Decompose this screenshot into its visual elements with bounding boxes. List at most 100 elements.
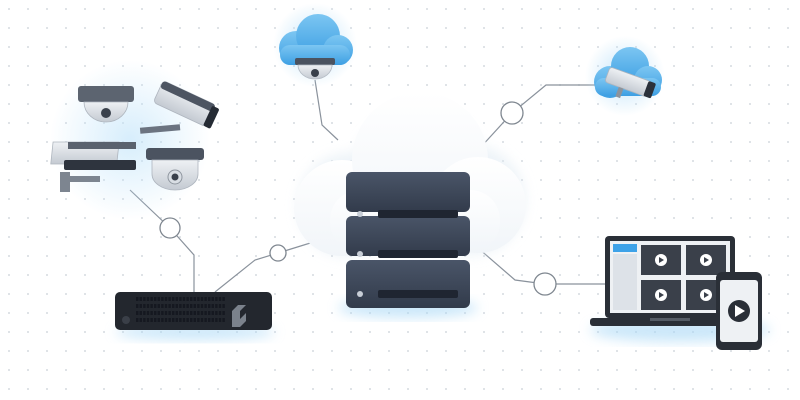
link-recorder-to-server	[214, 239, 321, 293]
vent-slot	[200, 318, 204, 322]
vent-slot	[150, 304, 153, 308]
vent-slot	[190, 318, 193, 322]
vent-slot	[179, 297, 182, 301]
vent-slot	[222, 304, 225, 308]
central-server	[338, 172, 478, 318]
vent-slot	[197, 297, 200, 301]
vent-slot	[157, 297, 160, 301]
vent-slot	[215, 297, 218, 301]
server-status-light	[357, 291, 363, 297]
vent-slot	[179, 311, 182, 315]
vent-slot	[186, 311, 189, 315]
vent-slot	[136, 297, 139, 301]
vent-slot	[218, 304, 222, 308]
vent-slot	[218, 311, 222, 315]
connector-nodes	[159, 101, 557, 296]
nvr-recorder	[115, 292, 275, 340]
laptop-icon	[590, 236, 748, 326]
vent-slot	[146, 318, 150, 322]
vent-slot	[208, 297, 211, 301]
vent-slot	[154, 297, 157, 301]
vent-slot	[164, 318, 168, 322]
vent-slot	[215, 318, 218, 322]
camera-group	[50, 60, 219, 220]
viewer-devices	[590, 236, 770, 350]
junction-node	[533, 272, 557, 296]
vent-slot	[215, 311, 218, 315]
vent-slot	[168, 311, 171, 315]
vent-slot	[161, 318, 164, 322]
vent-slot	[190, 311, 193, 315]
link-server-to-viewers	[477, 247, 608, 285]
vent-slot	[136, 318, 139, 322]
vent-slot	[215, 304, 218, 308]
vent-slot	[208, 311, 211, 315]
vent-slot	[143, 318, 146, 322]
vent-slot	[211, 311, 214, 315]
play-triangle	[704, 257, 709, 263]
vent-slot	[154, 318, 157, 322]
vent-slot	[154, 304, 157, 308]
vent-slot	[211, 304, 214, 308]
recorder-icon	[232, 305, 246, 327]
vent-slot	[139, 311, 142, 315]
vent-slot	[190, 297, 193, 301]
vent-slot	[161, 304, 164, 308]
vent-slot	[193, 311, 196, 315]
vent-slot	[175, 318, 178, 322]
vent-slot	[157, 304, 160, 308]
junction-node	[500, 101, 524, 125]
vent-slot	[143, 304, 146, 308]
vent-slot	[139, 304, 142, 308]
vent-slot	[164, 311, 168, 315]
vent-slot	[175, 297, 178, 301]
vent-slot	[182, 304, 186, 308]
vent-slot	[204, 304, 207, 308]
cloud-bullet-camera	[585, 36, 665, 116]
vent-slot	[222, 297, 225, 301]
vent-slot	[161, 311, 164, 315]
dome-camera-icon	[146, 148, 204, 191]
vent-slot	[157, 311, 160, 315]
vent-slot	[150, 297, 153, 301]
vent-slot	[218, 297, 222, 301]
vent-slot	[172, 311, 175, 315]
vent-slot	[208, 304, 211, 308]
vent-slot	[208, 318, 211, 322]
play-triangle	[659, 292, 664, 298]
vent-slot	[186, 304, 189, 308]
vent-slot	[200, 304, 204, 308]
vent-slot	[197, 311, 200, 315]
vent-slot	[172, 297, 175, 301]
vent-slot	[193, 297, 196, 301]
vent-slot	[179, 318, 182, 322]
link-dome-cloud-to-server	[314, 79, 339, 141]
bullet-camera-icon	[605, 67, 656, 99]
vent-slot	[193, 318, 196, 322]
junction-node	[269, 244, 287, 262]
vent-slot	[168, 304, 171, 308]
vent-slot	[150, 318, 153, 322]
vent-slot	[139, 297, 142, 301]
dome-camera-icon	[295, 58, 335, 80]
vent-slot	[193, 304, 196, 308]
vent-slot	[172, 318, 175, 322]
vent-slot	[218, 318, 222, 322]
vent-slot	[172, 304, 175, 308]
vent-slot	[136, 304, 139, 308]
play-triangle	[704, 292, 709, 298]
vent-slot	[182, 297, 186, 301]
vent-slot	[139, 318, 142, 322]
vent-slot	[154, 311, 157, 315]
bullet-camera-icon	[139, 81, 219, 134]
phone-icon	[716, 272, 762, 350]
vent-slot	[143, 297, 146, 301]
bullet-camera-icon	[50, 141, 136, 192]
vent-slot	[175, 311, 178, 315]
vent-slot	[168, 318, 171, 322]
vent-slot	[168, 297, 171, 301]
vent-slot	[161, 297, 164, 301]
junction-node	[159, 217, 181, 239]
